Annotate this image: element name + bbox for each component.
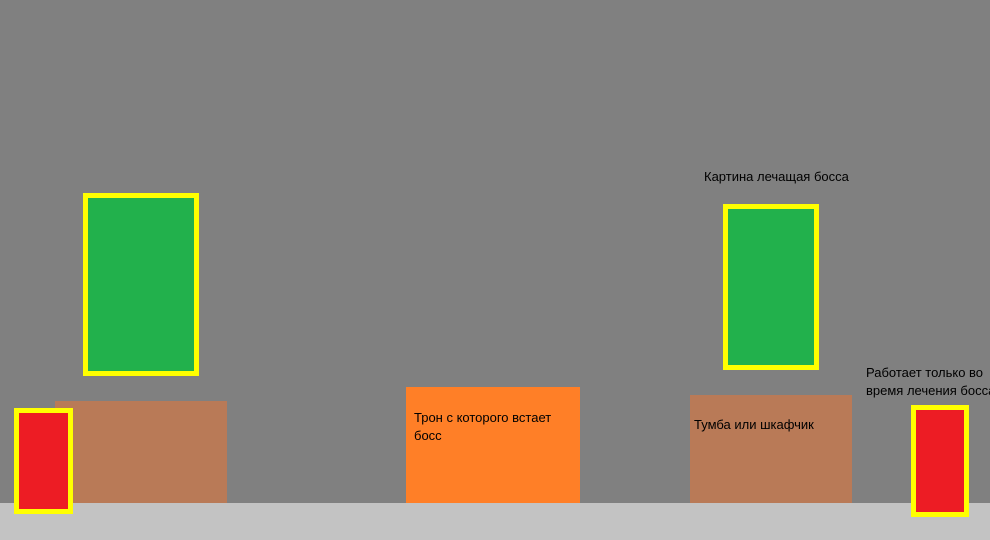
cabinet-label: Тумба или шкафчик [694, 417, 814, 432]
throne-label: Трон с которого встает босс [414, 410, 552, 443]
cabinet-left [55, 401, 227, 503]
cabinet-right [690, 395, 852, 503]
floor [0, 503, 990, 540]
red-object-left [14, 408, 73, 514]
healing-painting-label: Картина лечащая босса [704, 169, 849, 184]
boss-throne [406, 387, 580, 503]
red-object-label: Работает только во время лечения босса [866, 365, 990, 398]
painting-left [83, 193, 199, 376]
red-object-right [911, 405, 969, 517]
healing-painting-right [723, 204, 819, 370]
